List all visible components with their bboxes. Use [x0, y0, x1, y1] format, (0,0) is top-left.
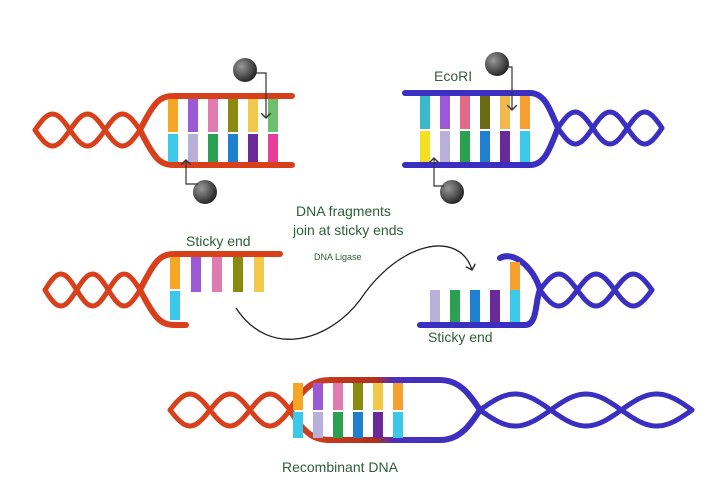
base-pair	[228, 134, 238, 162]
cut-arrow	[186, 160, 198, 185]
helix-top-right	[555, 109, 665, 147]
helix-top-right	[555, 109, 665, 147]
strand	[402, 125, 561, 168]
ligase-label: DNA Ligase	[314, 252, 362, 262]
base-pair	[510, 262, 520, 290]
base-pair	[188, 134, 198, 162]
recombinant-label: Recombinant DNA	[282, 459, 398, 475]
base-pair	[212, 257, 222, 292]
base-pair	[420, 96, 430, 129]
strand	[417, 287, 543, 328]
sticky-end-left-label: Sticky end	[186, 233, 251, 249]
base-pair	[520, 131, 530, 162]
strand	[137, 251, 283, 293]
base-pair	[480, 131, 490, 162]
cut-arrow	[505, 66, 512, 110]
base-pair	[254, 257, 264, 292]
base-pair	[460, 131, 470, 162]
base-pair	[233, 257, 243, 292]
base-pair	[170, 291, 180, 320]
sticky-end-right-label: Sticky end	[428, 329, 493, 345]
helix-mid-right	[537, 271, 655, 309]
ecori-enzyme-icon	[193, 180, 217, 204]
base-pair	[268, 134, 278, 162]
base-pair	[168, 99, 178, 132]
strand	[402, 90, 561, 131]
base-pair	[440, 96, 450, 129]
cut-arrow	[253, 72, 266, 118]
ecori-enzyme-icon	[485, 52, 509, 76]
join-text-line2: join at sticky ends	[293, 222, 404, 238]
ligase-join-arrow	[235, 245, 472, 340]
base-pair	[373, 412, 383, 438]
strand	[137, 287, 189, 328]
base-pair	[168, 134, 178, 162]
ecori-enzyme-icon	[440, 180, 464, 204]
base-pair	[460, 96, 470, 129]
base-pair	[480, 96, 490, 129]
base-pair	[333, 412, 343, 438]
ecori-enzyme-icon	[233, 58, 257, 82]
strand	[497, 253, 543, 293]
helix-top-left	[32, 111, 142, 149]
base-pair	[353, 383, 363, 410]
base-pair	[170, 257, 180, 289]
base-pair	[490, 290, 500, 322]
base-pair	[313, 412, 323, 438]
base-pair	[353, 412, 363, 438]
helix-mid-left	[42, 271, 142, 309]
helix-mid-left	[42, 271, 142, 309]
helix-recombinant-right	[477, 391, 695, 429]
base-pair	[208, 99, 218, 132]
base-pair	[188, 99, 198, 132]
base-pair	[313, 383, 323, 410]
helix-top-left	[32, 111, 142, 149]
helix-recombinant-right	[477, 391, 695, 429]
base-pair	[440, 131, 450, 162]
base-pair	[293, 412, 303, 438]
base-pair	[293, 383, 303, 410]
base-pair	[450, 290, 460, 322]
cut-arrow	[434, 158, 444, 187]
base-pair	[191, 257, 201, 292]
base-pair	[228, 99, 238, 132]
strand	[137, 127, 295, 168]
base-pair	[393, 383, 403, 410]
helix-recombinant-left	[167, 391, 293, 429]
base-pair	[470, 290, 480, 322]
base-pair	[248, 99, 258, 132]
base-pair	[208, 134, 218, 162]
base-pair	[500, 96, 510, 129]
base-pair	[510, 290, 520, 322]
base-pair	[520, 96, 530, 129]
base-pair	[420, 131, 430, 162]
base-pair	[373, 383, 383, 410]
enzyme-label: EcoRI	[434, 68, 473, 84]
base-pair	[500, 131, 510, 162]
base-pair	[333, 383, 343, 410]
helix-recombinant-left	[167, 391, 293, 429]
base-pair	[248, 134, 258, 162]
helix-mid-right	[537, 271, 655, 309]
strand	[137, 93, 295, 133]
join-text-line1: DNA fragments	[296, 203, 391, 219]
base-pair	[393, 412, 403, 438]
base-pair	[430, 290, 440, 322]
base-pair	[268, 99, 278, 132]
